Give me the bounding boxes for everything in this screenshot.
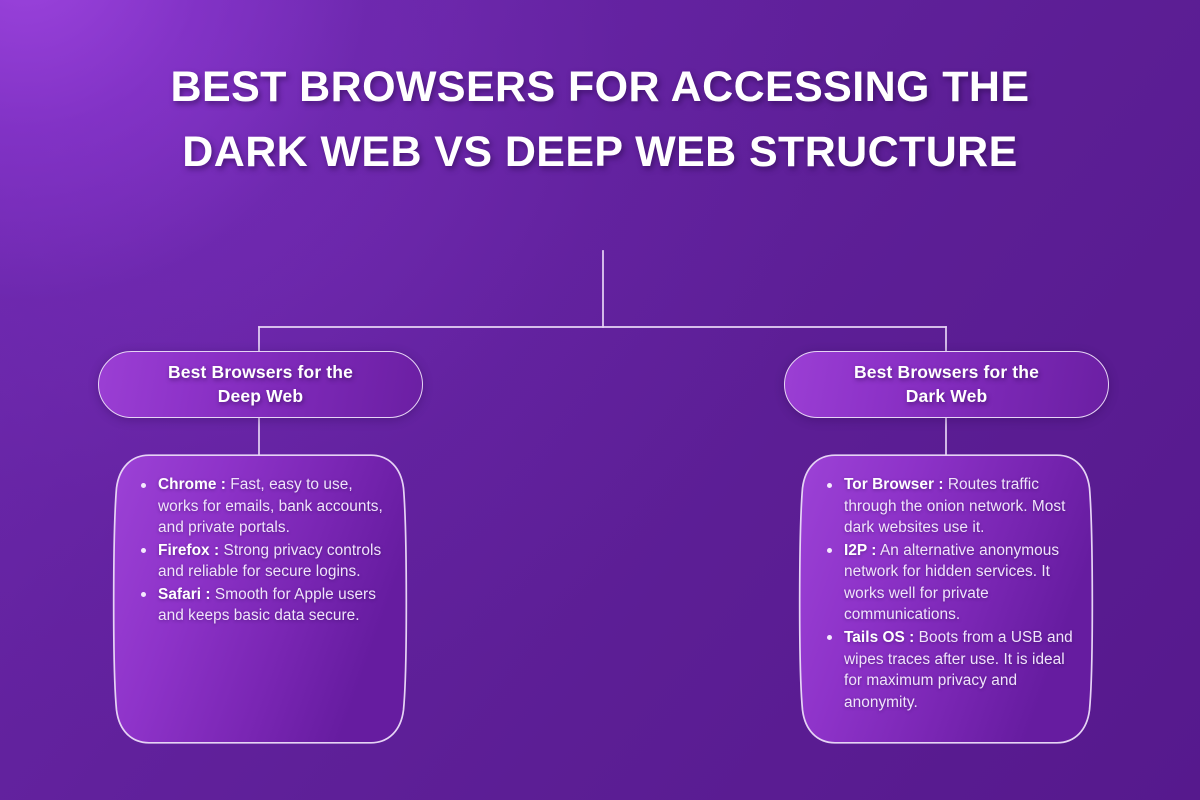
list-item: Tails OS : Boots from a USB and wipes tr… (823, 627, 1079, 713)
item-desc: Smooth for Apple users and keeps basic d… (158, 585, 376, 625)
header-pill-dark-web[interactable]: Best Browsers for the Dark Web (784, 351, 1109, 418)
item-term: Chrome : (158, 476, 226, 493)
item-desc: Strong privacy controls and reliable for… (158, 541, 382, 581)
content-box-deep-web: Chrome : Fast, easy to use, works for em… (111, 454, 409, 744)
deep-web-item-list: Chrome : Fast, easy to use, works for em… (137, 474, 393, 627)
header-pill-deep-web-label: Best Browsers for the Deep Web (167, 362, 353, 406)
content-box-dark-web-shape (798, 454, 1094, 744)
header-pill-deep-web[interactable]: Best Browsers for the Deep Web (98, 351, 423, 418)
header-pill-dark-web-label: Best Browsers for the Dark Web (853, 362, 1039, 406)
list-item: Chrome : Fast, easy to use, works for em… (137, 474, 393, 539)
item-term: Safari : (158, 585, 211, 603)
list-item: Tor Browser : Routes traffic through the… (823, 474, 1079, 539)
list-item: Firefox : Strong privacy controls and re… (137, 540, 393, 583)
item-desc: Routes traffic through the onion network… (844, 476, 1066, 537)
item-term: Tor Browser : (844, 476, 944, 493)
item-term: I2P : (844, 541, 877, 559)
content-box-deep-web-shape (112, 454, 408, 744)
content-box-dark-web-body: Tor Browser : Routes traffic through the… (823, 474, 1079, 726)
item-desc: Boots from a USB and wipes traces after … (844, 628, 1073, 711)
list-item: Safari : Smooth for Apple users and keep… (137, 584, 393, 627)
item-desc: Fast, easy to use, works for emails, ban… (158, 476, 383, 537)
content-box-deep-web-body: Chrome : Fast, easy to use, works for em… (137, 474, 393, 726)
item-desc: An alternative anonymous network for hid… (844, 541, 1060, 624)
item-term: Firefox : (158, 541, 220, 559)
page-title: BEST BROWSERS FOR ACCESSING THE DARK WEB… (170, 63, 1030, 177)
dark-web-item-list: Tor Browser : Routes traffic through the… (823, 474, 1079, 713)
item-term: Tails OS : (844, 628, 915, 646)
list-item: I2P : An alternative anonymous network f… (823, 540, 1079, 626)
content-box-dark-web: Tor Browser : Routes traffic through the… (797, 454, 1095, 744)
